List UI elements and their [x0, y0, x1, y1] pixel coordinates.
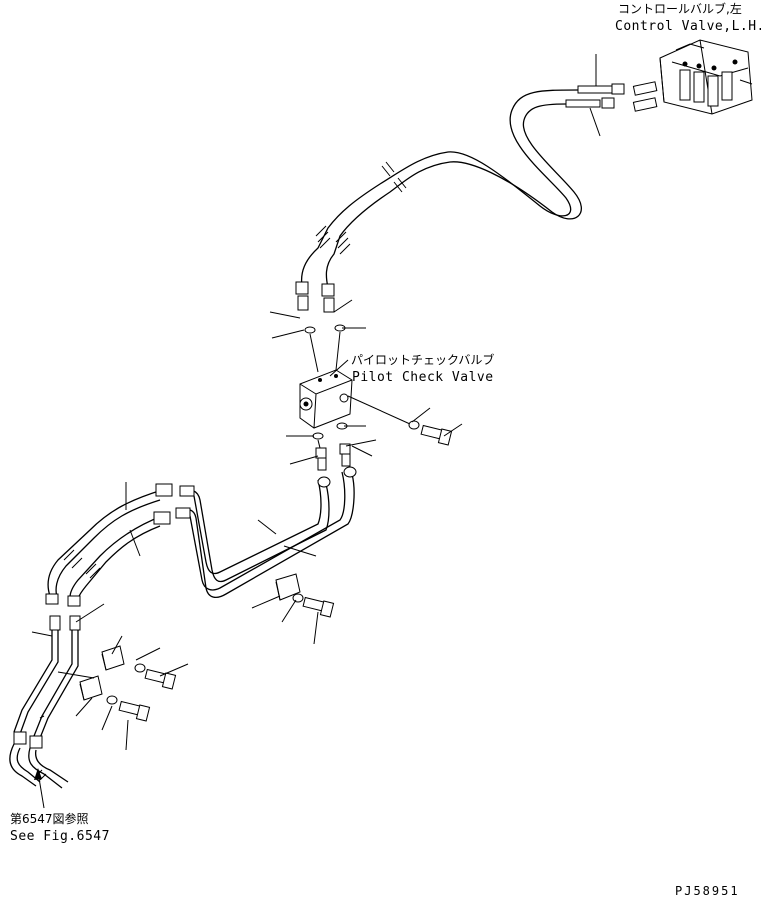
left-clamps	[79, 645, 177, 722]
see-fig-arrow	[34, 768, 45, 809]
check-valve-bolt	[408, 420, 453, 446]
steel-tubes	[175, 466, 357, 599]
see-fig-label-en: See Fig.6547	[10, 829, 110, 844]
hose-end-upper	[577, 85, 613, 94]
leader-lines	[31, 299, 463, 751]
control-valve-label-jp: コントロールバルブ,左	[618, 2, 742, 16]
pilot-check-valve	[299, 369, 411, 429]
control-valve-label-en: Control Valve,L.H.	[615, 19, 761, 34]
pilot-check-valve-label-jp: パイロットチェックバルブ	[351, 353, 495, 367]
see-fig-label-jp: 第6547図参照	[10, 812, 89, 826]
tube-clamp	[275, 573, 335, 618]
hose-end-lower	[565, 99, 601, 108]
lower-fittings	[312, 422, 351, 471]
left-hoses	[45, 483, 173, 607]
drawing-number: PJ58951	[675, 884, 740, 898]
lower-left-tubes	[9, 615, 81, 789]
control-valve	[632, 39, 753, 115]
upper-hoses	[300, 89, 582, 289]
upper-fittings	[295, 281, 346, 373]
pilot-check-valve-label-en: Pilot Check Valve	[352, 370, 494, 385]
